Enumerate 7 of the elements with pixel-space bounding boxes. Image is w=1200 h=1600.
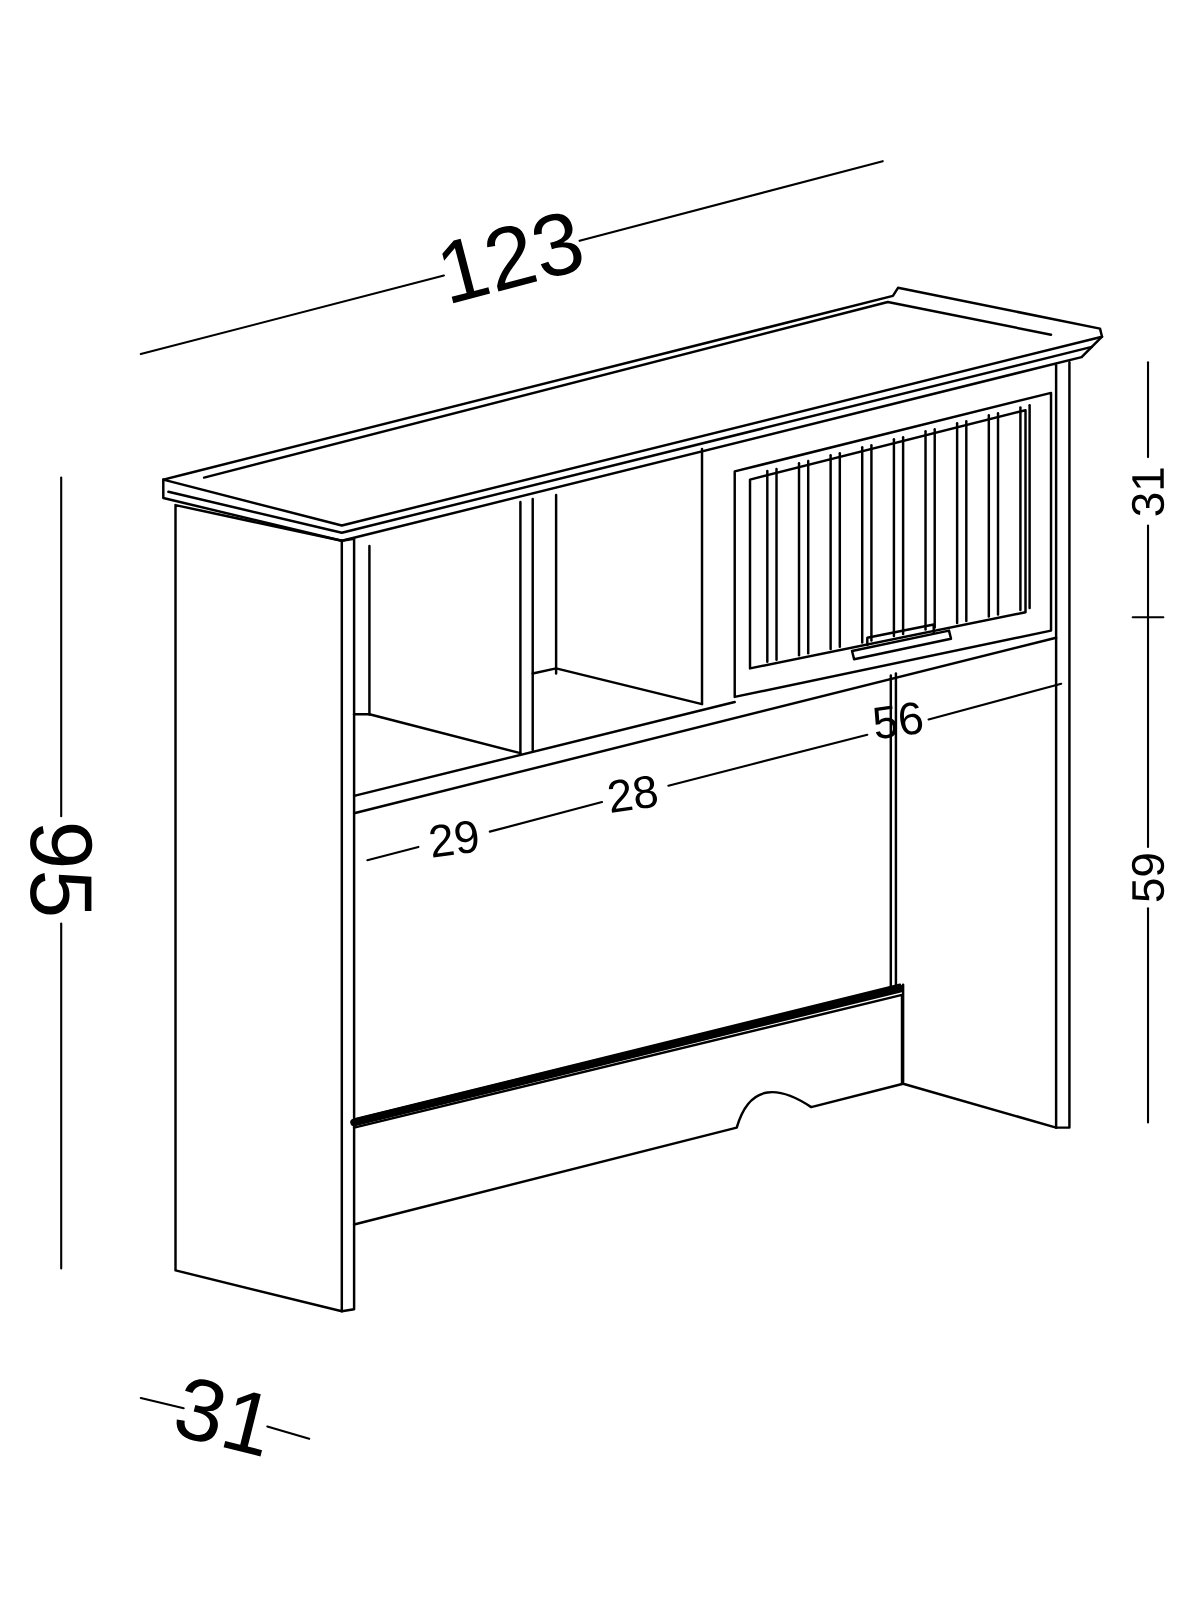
dimension-label: 59 — [1131, 854, 1165, 902]
dimension-label: 31 — [176, 1379, 263, 1457]
dimension-label: 29 — [430, 820, 478, 858]
dimension-label: 31 — [1131, 468, 1165, 516]
dimension-label: 123 — [442, 213, 582, 304]
dimension-label: 28 — [608, 775, 657, 813]
dimension-label: 95 — [30, 824, 93, 915]
